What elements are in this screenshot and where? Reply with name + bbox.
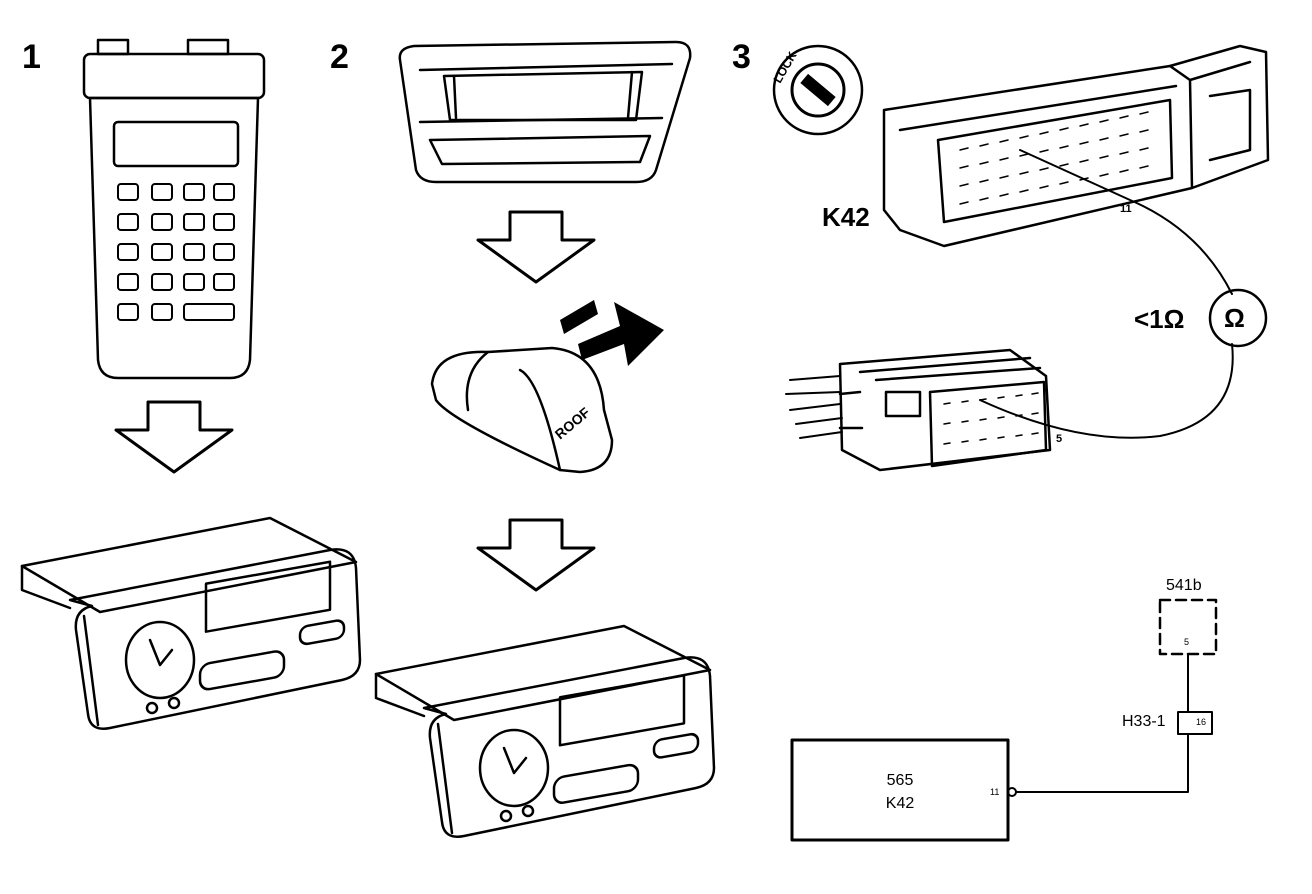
step-number-3: 3 [732, 38, 751, 76]
press-motion-arrow-icon [560, 300, 664, 366]
ecu-name-label: K42 [885, 795, 915, 812]
k42-pin-label: 11 [1120, 203, 1132, 215]
fuse-h33-1 [1177, 711, 1213, 735]
arrow-down-icon [476, 210, 596, 284]
ecu-box-k42 [790, 738, 1010, 842]
ohm-symbol: Ω [1224, 303, 1245, 333]
k42-label: K42 [822, 202, 870, 232]
remote-box-label: 541b [1166, 577, 1202, 594]
plug-pin-label: 5 [1056, 433, 1063, 445]
harness-plug [785, 348, 1052, 472]
test-lead [1019, 149, 1233, 295]
ignition-lock-icon [772, 44, 864, 136]
ecu-code-label: 565 [886, 772, 914, 789]
remote-pin-label: 5 [1184, 637, 1190, 647]
resistance-label: <1Ω [1134, 304, 1185, 334]
step-number-1: 1 [22, 38, 41, 76]
wire [1015, 733, 1189, 793]
roof-button [430, 346, 614, 474]
roof-button-text: ROOF [552, 404, 594, 443]
fuse-pin-label: 16 [1196, 717, 1207, 727]
fuse-label: H33-1 [1122, 713, 1166, 730]
ecu-pin-label: 11 [990, 787, 1000, 797]
test-lead [979, 343, 1234, 439]
arrow-down-icon [476, 518, 596, 592]
step-number-2: 2 [330, 38, 349, 76]
k42-connector [882, 44, 1270, 248]
arrow-down-icon [114, 400, 234, 474]
ohmmeter-icon [1208, 288, 1268, 348]
roof-console [398, 40, 692, 184]
diagnostic-tester [82, 38, 266, 380]
control-unit-1 [20, 516, 362, 730]
control-unit-2 [374, 624, 716, 838]
